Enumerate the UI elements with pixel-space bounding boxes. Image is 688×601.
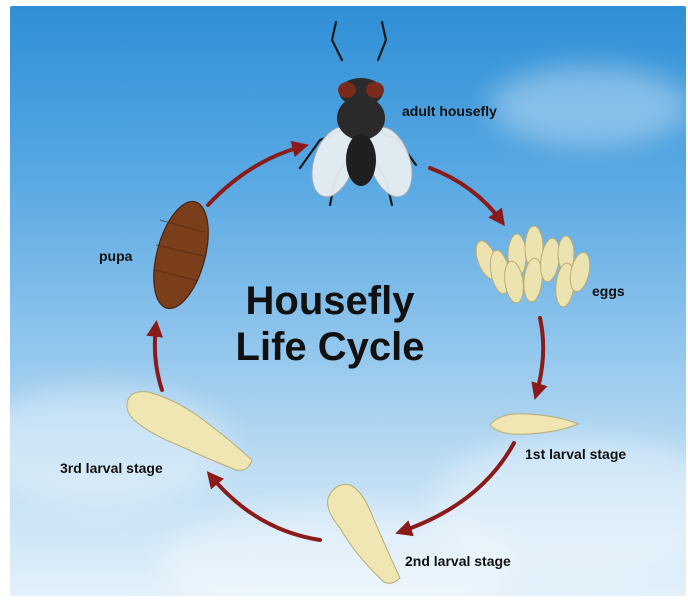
arrow-larva3-to-pupa bbox=[155, 325, 162, 390]
title-line-1: Housefly bbox=[230, 278, 430, 324]
diagram-title: Housefly Life Cycle bbox=[230, 278, 430, 370]
larva-1st-stage-icon bbox=[490, 414, 578, 435]
title-line-2: Life Cycle bbox=[230, 324, 430, 370]
label-1st-larval-stage: 1st larval stage bbox=[525, 446, 626, 462]
label-3rd-larval-stage: 3rd larval stage bbox=[60, 460, 163, 476]
eggs-icon bbox=[472, 226, 593, 308]
arrow-pupa-to-adult bbox=[208, 146, 304, 205]
label-adult-housefly: adult housefly bbox=[402, 103, 497, 119]
arrow-adult-to-eggs bbox=[430, 168, 502, 222]
label-2nd-larval-stage: 2nd larval stage bbox=[405, 553, 511, 569]
larva-2nd-stage-icon bbox=[328, 484, 400, 583]
label-pupa: pupa bbox=[99, 248, 132, 264]
arrow-eggs-to-larva1 bbox=[536, 318, 543, 395]
larva-3rd-stage-icon bbox=[127, 392, 252, 471]
pupa-icon bbox=[144, 196, 219, 315]
arrow-larva1-to-larva2 bbox=[400, 443, 514, 532]
label-eggs: eggs bbox=[592, 283, 625, 299]
arrow-larva2-to-larva3 bbox=[210, 475, 320, 540]
